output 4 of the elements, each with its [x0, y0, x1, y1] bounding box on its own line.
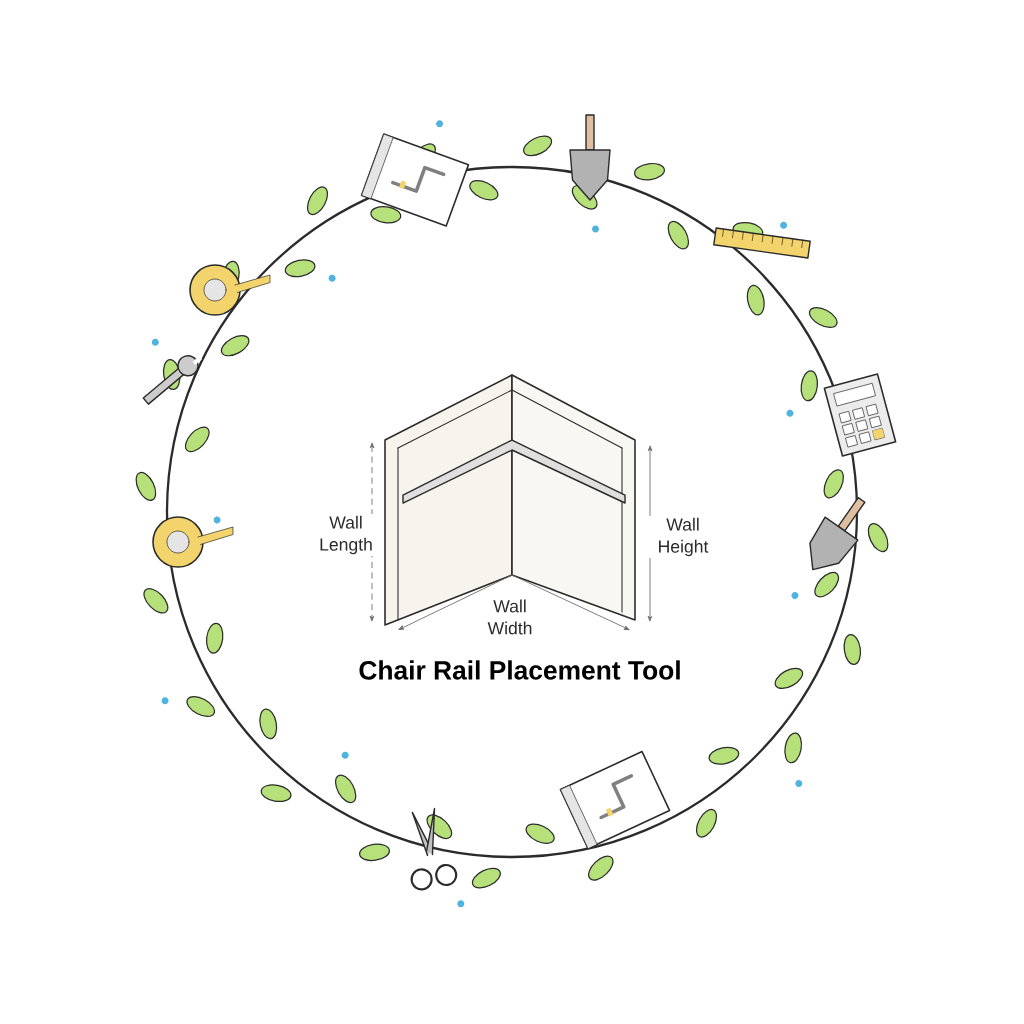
dimension-label: Wall Height — [648, 516, 718, 558]
dimension-label: Wall Width — [475, 597, 545, 637]
dimension-label: Wall Length — [311, 514, 381, 556]
title: Chair Rail Placement Tool — [359, 660, 680, 680]
